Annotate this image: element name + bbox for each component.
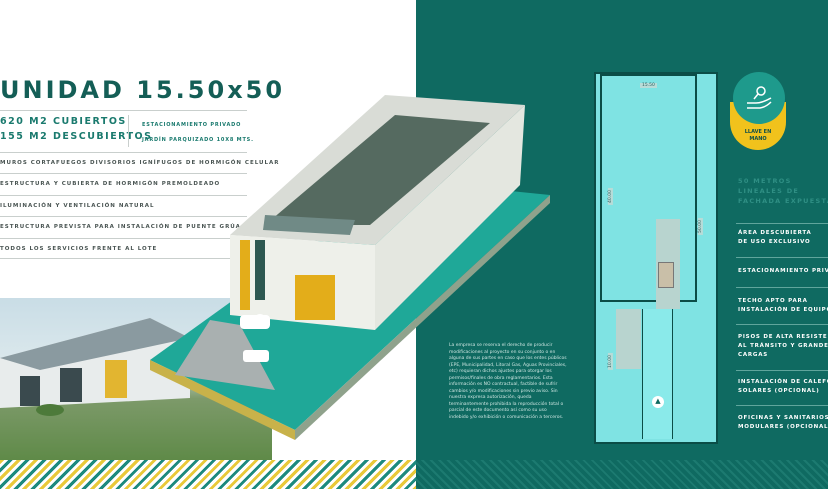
divider xyxy=(0,195,247,196)
depth-dimension: 40.00 xyxy=(607,188,613,205)
page-title: UNIDAD 15.50x50 xyxy=(0,76,286,104)
benefit-item: INSTALACIÓN DE CALEFONES SOLARES (OPCION… xyxy=(738,379,828,394)
facade-text: 50 METROS LINEALES DE FACHADA EXPUESTA xyxy=(738,177,828,205)
divider xyxy=(0,173,247,174)
benefit-item: TECHO APTO PARA INSTALACIÓN DE EQUIPOS xyxy=(738,298,828,313)
divider xyxy=(128,115,129,147)
width-dimension: 15.50 xyxy=(640,83,657,88)
total-dimension: 50.00 xyxy=(697,218,703,235)
logo-icon: ▲ xyxy=(652,396,664,408)
divider xyxy=(736,370,828,371)
divider xyxy=(736,257,828,258)
divider xyxy=(736,287,828,288)
front-dimension: 10.00 xyxy=(607,353,613,370)
benefit-item: OFICINAS Y SANITARIOS MODULARES (OPCIONA… xyxy=(738,415,828,430)
divider xyxy=(736,223,828,224)
divider xyxy=(736,324,828,325)
disclaimer-text: La empresa se reserva el derecho de prod… xyxy=(449,343,567,420)
divider xyxy=(0,110,247,111)
uncovered-area: 155 M2 DESCUBIERTOS xyxy=(0,131,153,142)
benefit-item: ESTACIONAMIENTO PRIVADO xyxy=(738,268,828,274)
feature-item: TODOS LOS SERVICIOS FRENTE AL LOTE xyxy=(0,246,158,252)
key-hand-icon xyxy=(733,72,785,124)
decorative-stripes xyxy=(0,460,416,489)
parking-label: ESTACIONAMIENTO PRIVADO xyxy=(142,122,242,128)
floor-plan: ▲ 15.50 40.00 50.00 10.00 xyxy=(594,72,718,444)
building-render xyxy=(150,95,550,440)
truck-icon xyxy=(658,262,674,288)
badge-label: LLAVE EN MANO xyxy=(744,129,772,142)
divider xyxy=(0,238,247,239)
covered-area: 620 M2 CUBIERTOS xyxy=(0,116,127,127)
benefit-item: ÁREA DESCUBIERTA DE USO EXCLUSIVO xyxy=(738,230,812,245)
feature-item: ESTRUCTURA Y CUBIERTA DE HORMIGÓN PREMOL… xyxy=(0,181,221,187)
access-strip xyxy=(642,309,673,439)
garden-label: JARDÍN PARQUIZADO 10X8 MTS. xyxy=(142,137,254,143)
feature-item: MUROS CORTAFUEGOS DIVISORIOS IGNÍFUGOS D… xyxy=(0,160,280,166)
feature-item: ILUMINACIÓN Y VENTILACIÓN NATURAL xyxy=(0,203,155,209)
benefit-item: PISOS DE ALTA RESISTENCIA AL TRÁNSITO Y … xyxy=(738,334,828,358)
divider xyxy=(0,216,247,217)
parking-area xyxy=(616,309,641,369)
feature-item: ESTRUCTURA PREVISTA PARA INSTALACIÓN DE … xyxy=(0,224,241,230)
divider xyxy=(0,152,247,153)
divider xyxy=(0,258,247,259)
divider xyxy=(736,405,828,406)
building-outline xyxy=(600,74,697,302)
decorative-stripes xyxy=(416,460,828,489)
